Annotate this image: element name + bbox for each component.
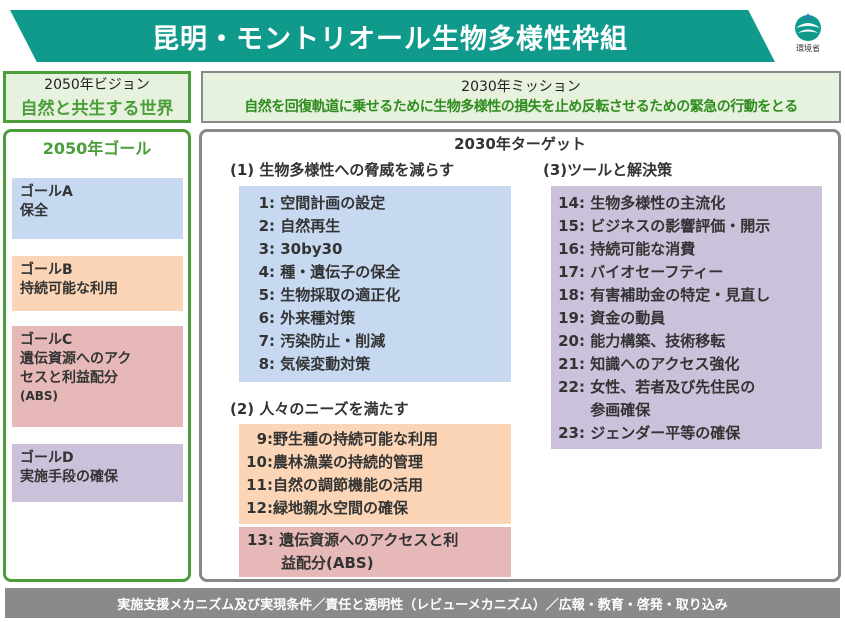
target-item: 20: 能力構築、技術移転	[558, 332, 726, 350]
target-item: 13: 遺伝資源へのアクセスと利	[247, 531, 459, 549]
goal-b: ゴールB 持続可能な利用	[12, 256, 183, 311]
section3-box: 14: 生物多様性の主流化 15: ビジネスの影響評価・開示 16: 持続可能な…	[551, 186, 822, 449]
goal-line: 持続可能な利用	[20, 280, 118, 297]
target-item: 17: バイオセーフティー	[558, 263, 724, 281]
mission-text: 自然を回復軌道に乗せるために生物多様性の損失を止め反転させるための緊急の行動をと…	[244, 99, 798, 115]
target-item: 21: 知識へのアクセス強化	[558, 355, 740, 373]
goal-line: 遺伝資源へのアク	[20, 350, 132, 367]
target-item: 12:緑地親水空間の確保	[246, 499, 409, 517]
section1-heading: (1) 生物多様性への脅威を減らす	[230, 161, 455, 179]
ministry-logo: 環境省	[780, 12, 836, 62]
target-item: 2: 自然再生	[258, 217, 341, 235]
goal-sub: (ABS)	[20, 388, 59, 403]
section1-box: 1: 空間計画の設定 2: 自然再生 3: 30by30 4: 種・遺伝子の保全…	[239, 186, 511, 382]
target-item: 8: 気候変動対策	[258, 355, 371, 373]
goal-title: ゴールC	[20, 332, 73, 348]
target-item: 5: 生物採取の適正化	[258, 286, 401, 304]
target-item: 22: 女性、若者及び先住民の	[558, 378, 756, 396]
section2-box: 9:野生種の持続可能な利用 10:農林漁業の持続的管理 11:自然の調節機能の活…	[239, 424, 511, 524]
section2-heading: (2) 人々のニーズを満たす	[230, 400, 409, 418]
goal-title: ゴールB	[20, 262, 73, 278]
title-banner	[10, 10, 775, 62]
target-item: 18: 有害補助金の特定・見直し	[558, 286, 771, 304]
goals-heading: 2050年ゴール	[42, 139, 152, 158]
goal-line: 実施手段の確保	[20, 468, 118, 485]
goal-c: ゴールC 遺伝資源へのアク セスと利益配分 (ABS)	[12, 326, 183, 427]
section2-abs-box: 13: 遺伝資源へのアクセスと利 益配分(ABS)	[239, 527, 511, 577]
target-item: 4: 種・遺伝子の保全	[258, 263, 401, 281]
target-item: 23: ジェンダー平等の確保	[558, 424, 741, 442]
target-item: 11:自然の調節機能の活用	[246, 476, 424, 494]
vision-box	[3, 71, 191, 123]
target-item: 15: ビジネスの影響評価・開示	[558, 217, 771, 235]
mission-year: 2030年ミッション	[461, 79, 581, 95]
page-title: 昆明・モントリオール生物多様性枠組	[152, 23, 628, 55]
target-item: 19: 資金の動員	[558, 309, 666, 327]
mission-box	[201, 71, 841, 123]
goal-line: セスと利益配分	[20, 369, 118, 386]
target-item-continued: 参画確保	[590, 401, 651, 419]
targets-heading: 2030年ターゲット	[454, 135, 586, 153]
target-item: 10:農林漁業の持続的管理	[246, 453, 424, 471]
target-item: 16: 持続可能な消費	[558, 240, 696, 258]
target-item: 7: 汚染防止・削減	[258, 332, 386, 350]
footer-bar: 実施支援メカニズム及び実現条件／責任と透明性（レビューメカニズム）／広報・教育・…	[5, 588, 840, 618]
goal-d: ゴールD 実施手段の確保	[12, 444, 183, 502]
goal-a: ゴールA 保全	[12, 178, 183, 239]
goal-line: 保全	[20, 202, 48, 219]
target-item: 1: 空間計画の設定	[258, 194, 386, 212]
target-item: 3: 30by30	[258, 240, 343, 258]
section3-heading: (3)ツールと解決策	[543, 161, 673, 179]
target-item: 6: 外来種対策	[258, 309, 356, 327]
goal-title: ゴールA	[20, 184, 73, 200]
logo-label: 環境省	[796, 44, 820, 53]
target-item: 14: 生物多様性の主流化	[558, 194, 726, 212]
vision-year: 2050年ビジョン	[44, 77, 150, 93]
vision-text: 自然と共生する世界	[20, 99, 174, 119]
earth-leaf-icon	[795, 13, 821, 41]
target-item: 9:野生種の持続可能な利用	[256, 430, 439, 448]
goal-title: ゴールD	[20, 450, 74, 466]
target-item-continued: 益配分(ABS)	[281, 554, 374, 572]
